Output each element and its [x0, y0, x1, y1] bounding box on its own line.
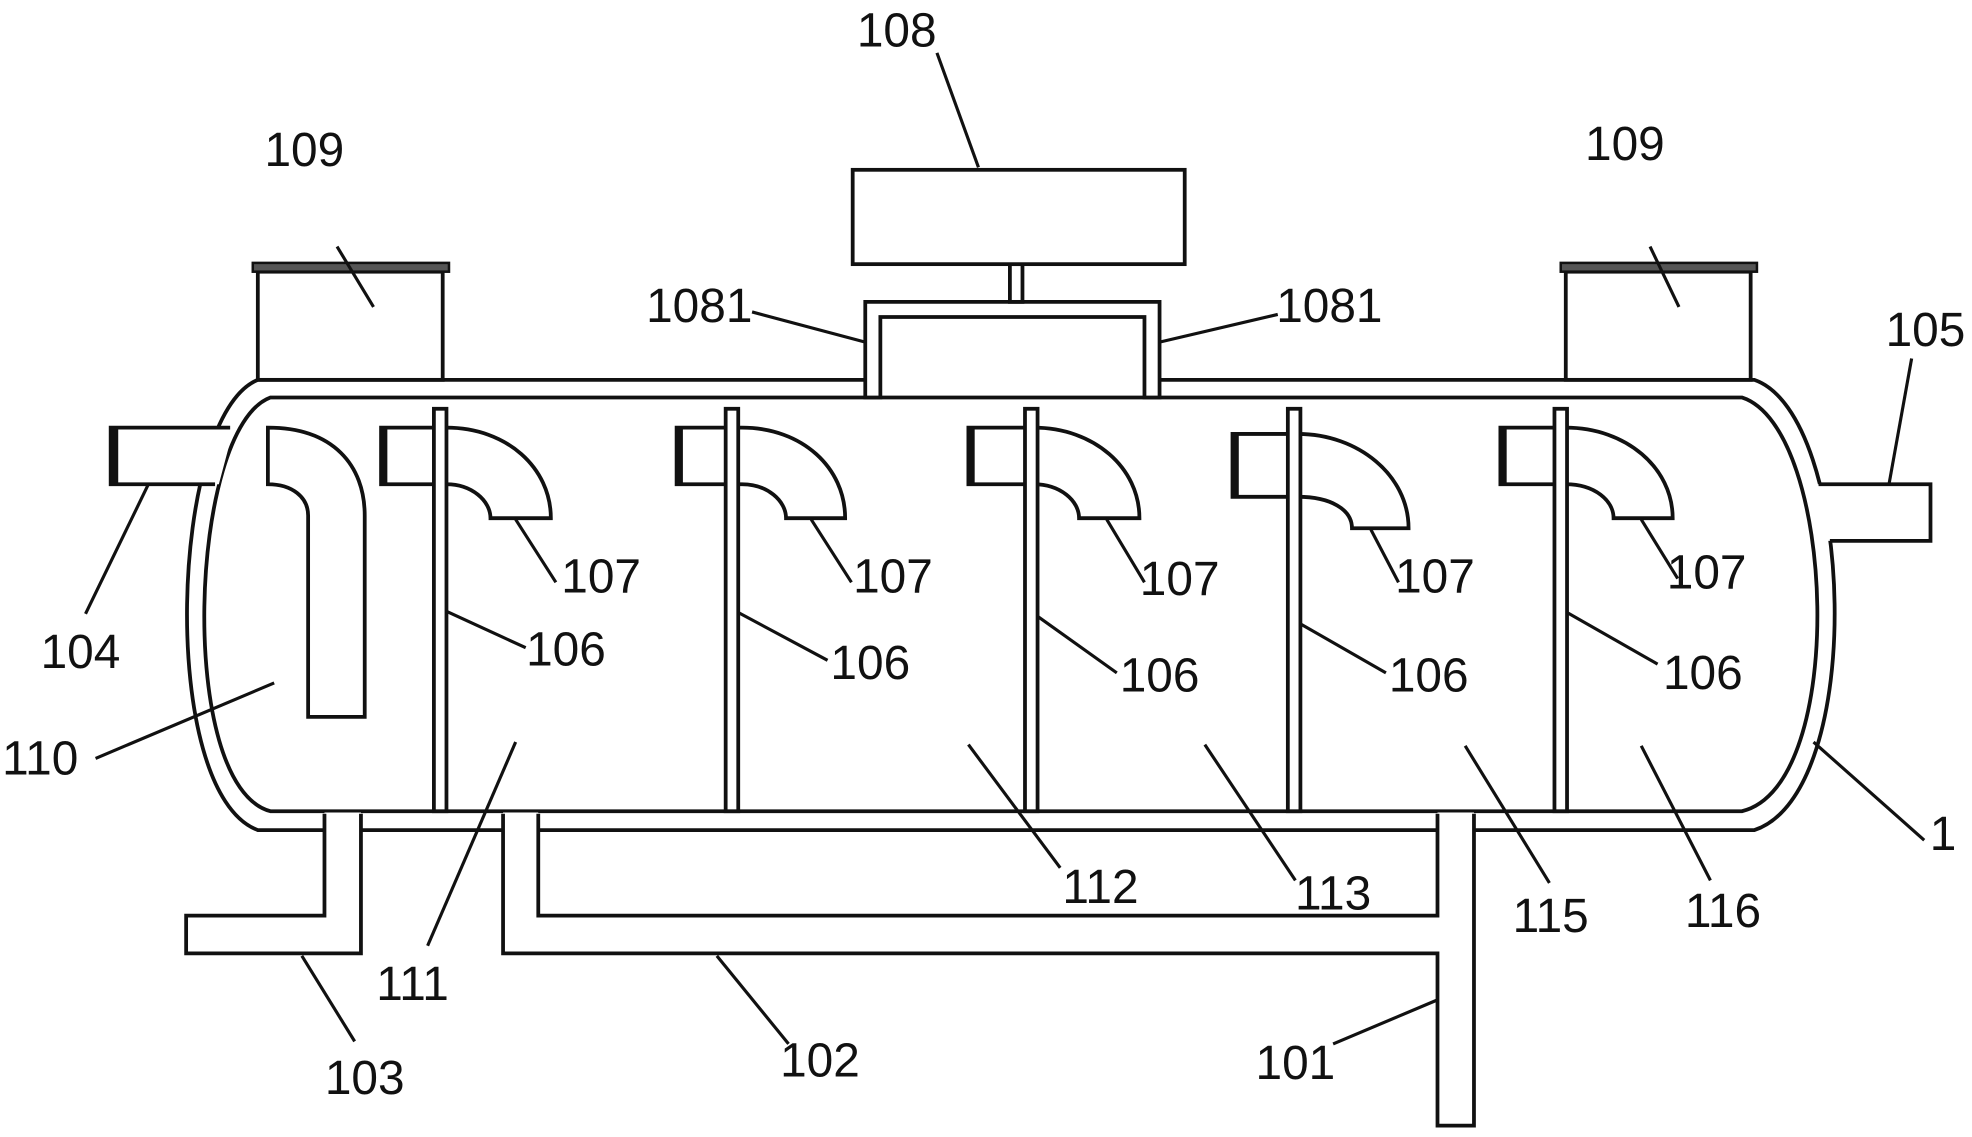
- leader-line-116: [1639, 745, 1712, 882]
- frame-inner-cover: [881, 369, 1144, 390]
- leader-line-107-4: [1369, 528, 1400, 584]
- callout-107-2: 107: [853, 550, 933, 603]
- opening-109-right: [1563, 269, 1753, 382]
- elbow-pipe-107-4: [1230, 432, 1411, 531]
- callout-107-5: 107: [1667, 547, 1747, 600]
- pipe-101-fill: [1437, 812, 1474, 1126]
- leader-line-111: [426, 741, 518, 947]
- pipe-102-outer: [501, 813, 1476, 1128]
- elbow-pipe-107-1: [379, 425, 553, 521]
- pipe-103-fill: [186, 812, 361, 954]
- leader-line-106-5: [1566, 611, 1659, 666]
- leader-line-110: [94, 681, 275, 760]
- leader-line-107-2: [809, 518, 853, 584]
- tank-inner-shell: [202, 395, 1820, 814]
- callout-116: 116: [1685, 885, 1761, 938]
- callout-1: 1: [1930, 808, 1957, 861]
- pipe-103: [184, 813, 363, 956]
- stem-108: [1008, 262, 1025, 304]
- callout-106-5: 106: [1663, 647, 1743, 700]
- frame-1081: [863, 299, 1162, 400]
- elbow-pipe-107-3: [966, 425, 1142, 521]
- leader-line-107-1: [514, 518, 558, 584]
- callout-106-1: 106: [526, 623, 606, 676]
- callout-107-4: 107: [1395, 550, 1475, 603]
- callout-108: 108: [857, 5, 937, 58]
- pipe-102-fill: [503, 812, 539, 954]
- baffle-106-3: [1023, 406, 1040, 814]
- callout-107-1: 107: [561, 550, 641, 603]
- baffle-106-1: [432, 406, 449, 814]
- outlet-pipe-105-fill: [1811, 484, 1931, 541]
- leader-line-1081-left: [751, 310, 866, 344]
- leader-line-106-1: [445, 609, 527, 650]
- callout-106-3: 106: [1120, 650, 1200, 703]
- callout-102: 102: [780, 1035, 860, 1088]
- leader-line-115: [1463, 745, 1551, 884]
- callout-104: 104: [41, 626, 121, 679]
- outlet-pipe-105: [1818, 482, 1933, 543]
- unit-108: [850, 167, 1187, 267]
- leader-line-105: [1887, 358, 1914, 485]
- baffle-106-4: [1285, 406, 1303, 814]
- callout-106-2: 106: [830, 637, 910, 690]
- callout-115: 115: [1513, 890, 1589, 943]
- elbow-pipe-107-2: [674, 425, 848, 521]
- leader-line-106-3: [1036, 615, 1118, 675]
- inlet-pipe-104-fill: [110, 427, 234, 485]
- pipe-102-inner: [536, 813, 1440, 918]
- leader-line-104: [84, 483, 150, 615]
- callout-113: 113: [1295, 867, 1371, 920]
- leader-line-107-3: [1105, 518, 1146, 584]
- callout-1081-left: 1081: [646, 280, 752, 333]
- callout-103: 103: [325, 1052, 405, 1105]
- callout-101: 101: [1256, 1037, 1336, 1090]
- leader-line-113: [1203, 743, 1297, 882]
- leader-line-109-left: [335, 245, 375, 308]
- leader-line-106-2: [737, 611, 829, 662]
- baffle-106-2: [723, 406, 741, 814]
- callout-106-4: 106: [1389, 650, 1469, 703]
- callout-1081-right: 1081: [1276, 280, 1382, 333]
- opening-109-left: [255, 269, 445, 382]
- baffle-106-5: [1552, 406, 1569, 814]
- leader-line-101: [1332, 998, 1439, 1046]
- leader-line-106-4: [1299, 622, 1387, 675]
- tank-outer-shell: [185, 377, 1837, 832]
- leader-line-1: [1812, 740, 1926, 842]
- leader-line-107-5: [1639, 518, 1680, 580]
- callout-109-right: 109: [1585, 118, 1665, 171]
- leader-line-108: [935, 52, 980, 168]
- callout-112: 112: [1062, 861, 1138, 914]
- leader-line-112: [967, 743, 1062, 869]
- elbow-pipe-110: [265, 425, 367, 719]
- elbow-pipe-107-5: [1498, 425, 1675, 521]
- callout-105: 105: [1886, 304, 1966, 357]
- callout-107-3: 107: [1140, 553, 1220, 606]
- leader-line-102: [715, 954, 790, 1045]
- callout-111: 111: [376, 958, 449, 1011]
- leader-line-103: [300, 955, 356, 1043]
- callout-109-left: 109: [264, 124, 344, 177]
- leader-line-1081-right: [1159, 312, 1279, 344]
- leader-line-109-right: [1648, 245, 1681, 308]
- callout-110: 110: [2, 733, 78, 786]
